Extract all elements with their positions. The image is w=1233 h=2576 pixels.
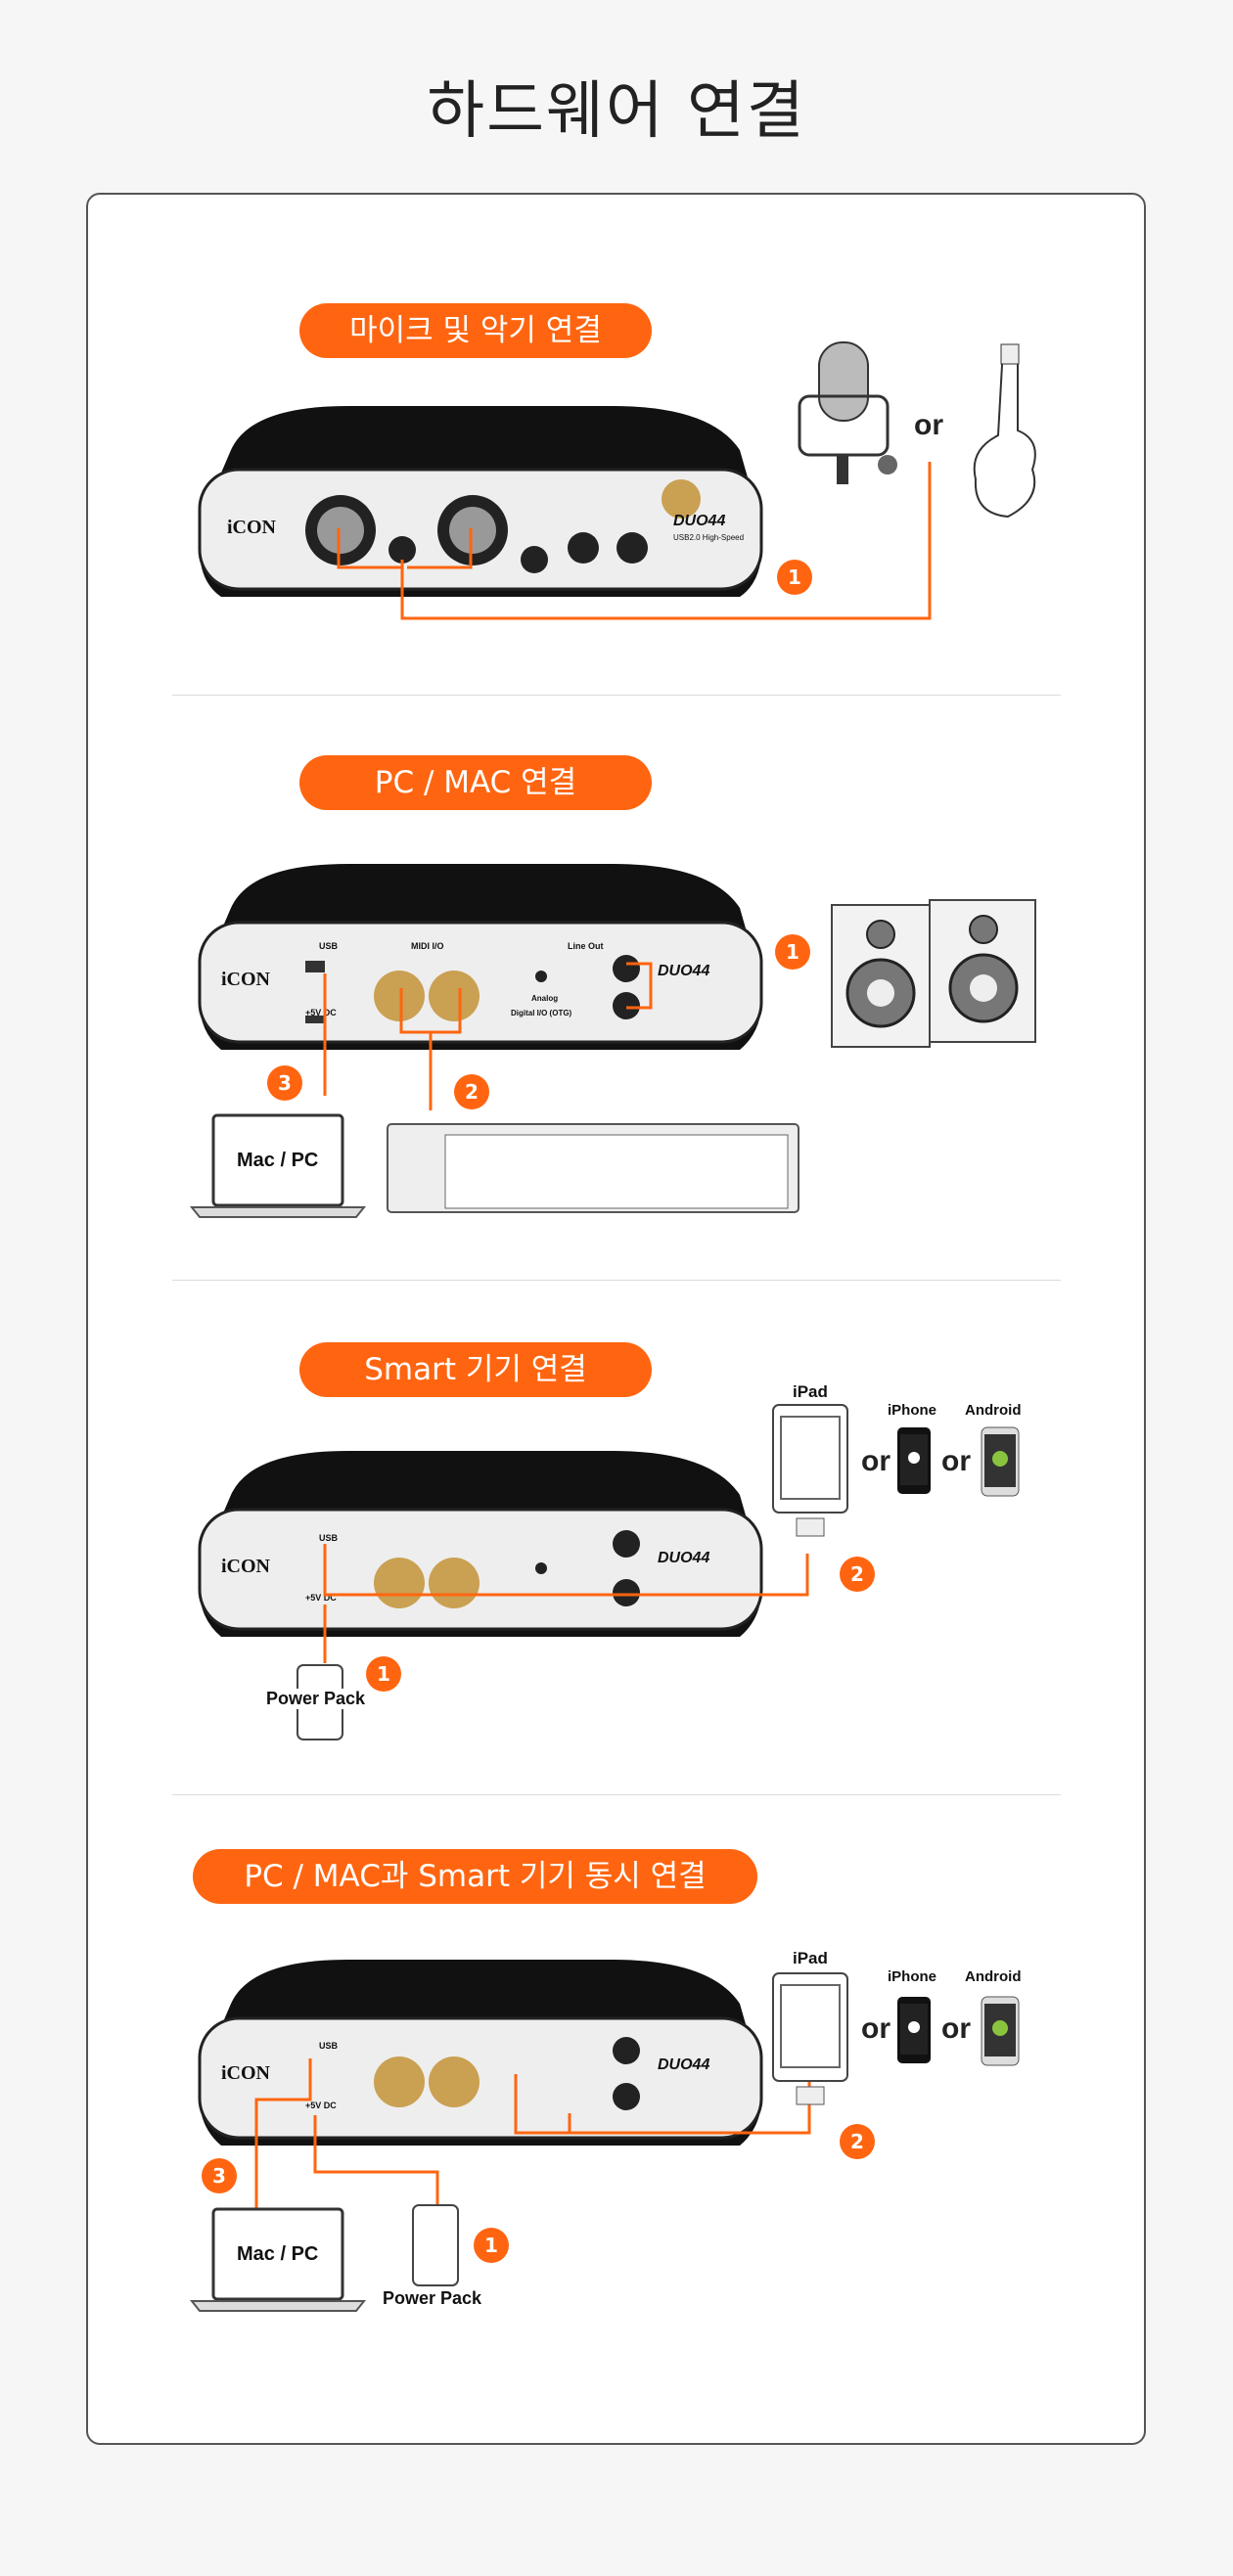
step-badge-2: 2 bbox=[454, 1074, 489, 1109]
page-title: 하드웨어 연결 bbox=[0, 61, 1233, 151]
section-divider bbox=[172, 1794, 1061, 1795]
midi-label: MIDI I/O bbox=[411, 941, 444, 951]
device-brand-label: iCON bbox=[221, 1556, 270, 1578]
ipad-label: iPad bbox=[793, 1949, 828, 1968]
section-divider bbox=[172, 1280, 1061, 1281]
section-title-pill: PC / MAC과 Smart 기기 동시 연결 bbox=[193, 1849, 757, 1904]
iphone-icon bbox=[896, 1426, 932, 1495]
section-title-pill: PC / MAC 연결 bbox=[299, 755, 652, 810]
android-icon bbox=[981, 1426, 1020, 1497]
laptop-label: Mac / PC bbox=[237, 1150, 318, 1172]
or-label: or bbox=[914, 409, 943, 442]
step-badge-1: 1 bbox=[777, 560, 812, 595]
ipad-label: iPad bbox=[793, 1382, 828, 1402]
or-label: or bbox=[941, 2012, 971, 2046]
step-badge-1: 1 bbox=[366, 1656, 401, 1692]
laptop-label: Mac / PC bbox=[237, 2243, 318, 2266]
step-badge-1: 1 bbox=[775, 934, 810, 970]
step-badge-3: 3 bbox=[267, 1065, 302, 1101]
iphone-icon bbox=[896, 1996, 932, 2064]
step-badge-1: 1 bbox=[474, 2228, 509, 2263]
or-label: or bbox=[861, 1445, 890, 1478]
connection-cable bbox=[396, 462, 944, 618]
section-title-pill: Smart 기기 연결 bbox=[299, 1342, 652, 1397]
power-pack-icon bbox=[411, 2203, 462, 2289]
speakers-icon bbox=[827, 895, 1042, 1052]
connection-cable bbox=[313, 954, 675, 1115]
ipad-icon bbox=[771, 1403, 849, 1540]
step-badge-2: 2 bbox=[840, 2124, 875, 2159]
android-label: Android bbox=[965, 1968, 1022, 1985]
or-label: or bbox=[941, 1445, 971, 1478]
step-badge-2: 2 bbox=[840, 1557, 875, 1592]
line-out-label: Line Out bbox=[568, 941, 604, 951]
usb-port-label: USB bbox=[319, 941, 338, 951]
power-pack-label: Power Pack bbox=[266, 1689, 365, 1709]
android-label: Android bbox=[965, 1402, 1022, 1419]
power-pack-label: Power Pack bbox=[383, 2288, 481, 2309]
ipad-icon bbox=[771, 1971, 849, 2108]
or-label: or bbox=[861, 2012, 890, 2046]
device-brand-label: iCON bbox=[227, 517, 276, 539]
midi-keyboard-icon bbox=[387, 1123, 807, 1215]
section-divider bbox=[172, 695, 1061, 696]
iphone-label: iPhone bbox=[888, 1968, 936, 1985]
guitar-icon bbox=[964, 342, 1042, 528]
step-badge-3: 3 bbox=[202, 2158, 237, 2193]
android-icon bbox=[981, 1996, 1020, 2066]
section-title-pill: 마이크 및 악기 연결 bbox=[299, 303, 652, 358]
device-brand-label: iCON bbox=[221, 969, 270, 991]
iphone-label: iPhone bbox=[888, 1402, 936, 1419]
